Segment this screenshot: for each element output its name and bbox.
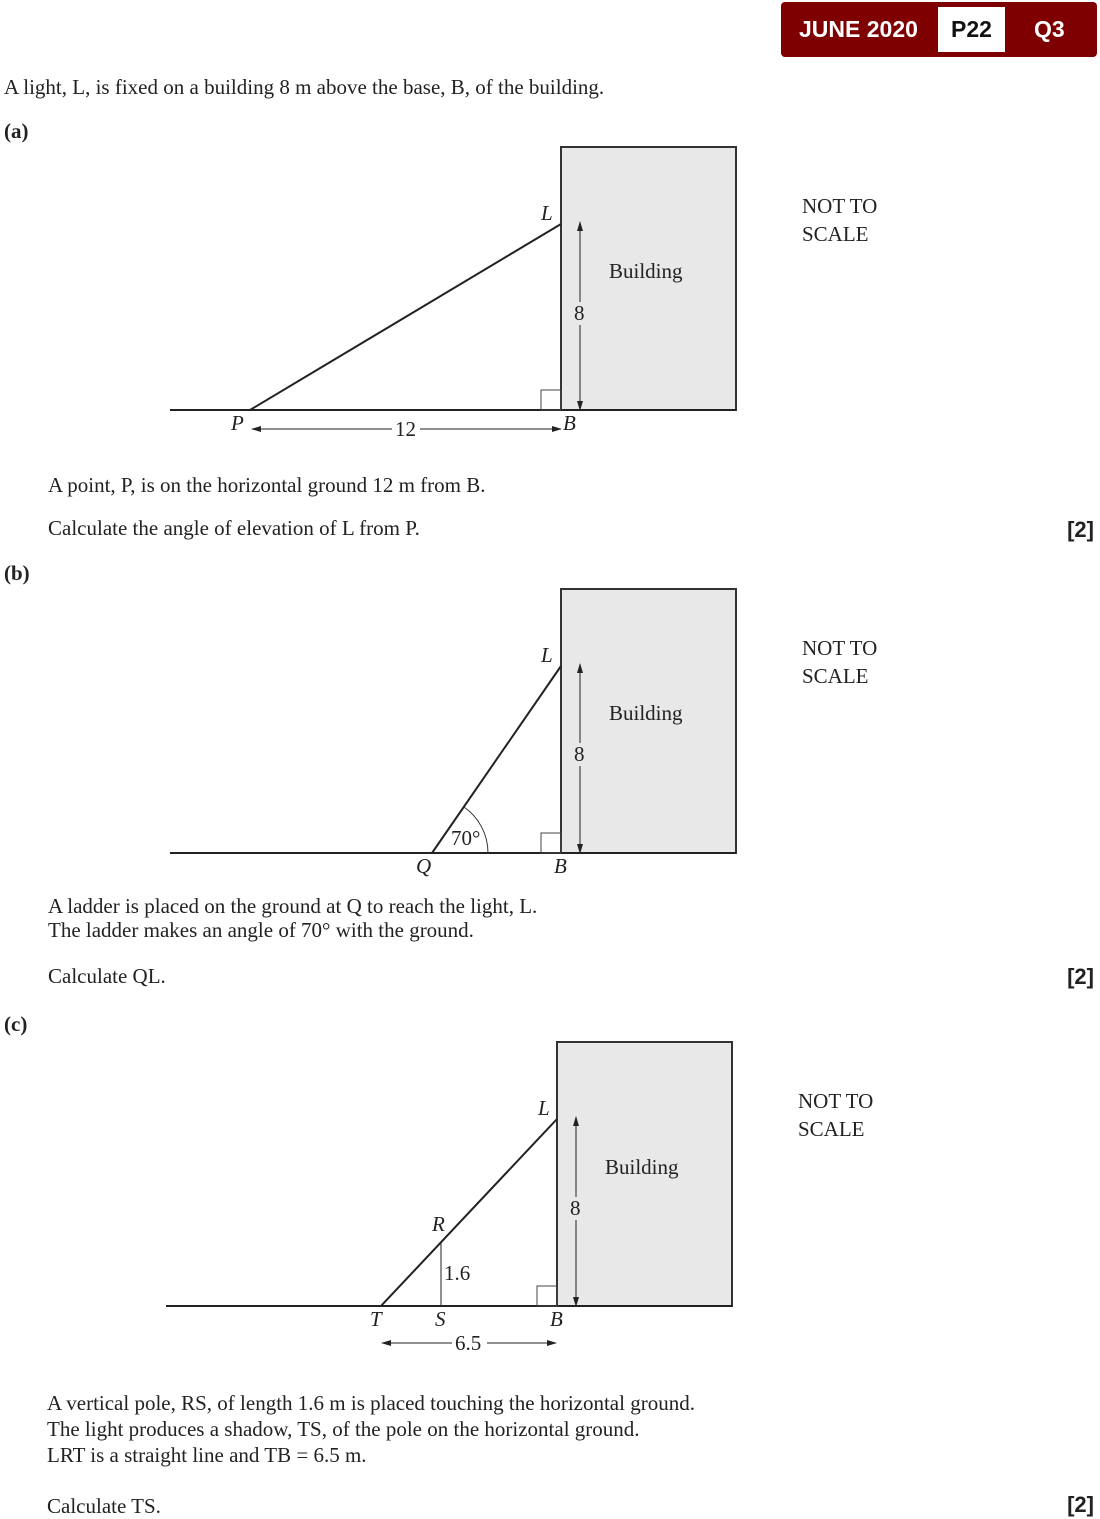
not-to-scale: NOT TO bbox=[802, 194, 877, 218]
angle-arc bbox=[463, 806, 489, 854]
right-angle-marker bbox=[540, 832, 562, 854]
part-b-label: (b) bbox=[4, 561, 30, 585]
label-B: B bbox=[554, 854, 567, 878]
not-to-scale: SCALE bbox=[798, 1117, 865, 1141]
not-to-scale: SCALE bbox=[802, 222, 869, 246]
label-height: 8 bbox=[574, 301, 585, 325]
part-c-text: LRT is a straight line and TB = 6.5 m. bbox=[47, 1443, 367, 1467]
part-b-text: The ladder makes an angle of 70° with th… bbox=[48, 918, 474, 942]
label-S: S bbox=[435, 1307, 446, 1331]
badge-question: Q3 bbox=[1034, 16, 1065, 42]
label-distance: 12 bbox=[395, 417, 416, 441]
diagram-b: L Q B 70° 8 Building NOT TO SCALE bbox=[170, 588, 877, 878]
label-R: R bbox=[431, 1212, 445, 1236]
right-angle-marker bbox=[536, 1285, 558, 1307]
intro-text: A light, L, is fixed on a building 8 m a… bbox=[4, 75, 605, 99]
badge-session: JUNE 2020 bbox=[799, 16, 918, 42]
part-b-text: A ladder is placed on the ground at Q to… bbox=[48, 894, 538, 918]
building-shape bbox=[560, 146, 737, 411]
line-PL bbox=[249, 223, 562, 411]
right-angle-marker bbox=[540, 389, 562, 411]
ladder-line bbox=[431, 665, 562, 854]
label-distance: 6.5 bbox=[455, 1331, 481, 1355]
building-label: Building bbox=[609, 259, 683, 283]
label-T: T bbox=[370, 1307, 383, 1331]
part-c-text: A vertical pole, RS, of length 1.6 m is … bbox=[47, 1391, 695, 1415]
part-b-task: Calculate QL. bbox=[48, 964, 166, 988]
building-label: Building bbox=[605, 1155, 679, 1179]
building-label: Building bbox=[609, 701, 683, 725]
part-c-label: (c) bbox=[4, 1012, 28, 1036]
label-L: L bbox=[540, 201, 553, 225]
label-B: B bbox=[550, 1307, 563, 1331]
not-to-scale: NOT TO bbox=[798, 1089, 873, 1113]
not-to-scale: SCALE bbox=[802, 664, 869, 688]
part-c-task: Calculate TS. bbox=[47, 1494, 161, 1518]
badge-paper: P22 bbox=[938, 7, 1005, 52]
label-B: B bbox=[563, 411, 576, 435]
label-angle: 70° bbox=[451, 826, 480, 850]
label-height: 8 bbox=[570, 1196, 581, 1220]
part-c-text: The light produces a shadow, TS, of the … bbox=[47, 1417, 640, 1441]
part-c-marks: [2] bbox=[1067, 1492, 1094, 1517]
label-L: L bbox=[537, 1096, 550, 1120]
diagram-a: L P B 8 12 Building NOT TO SCALE bbox=[170, 146, 877, 441]
label-L: L bbox=[540, 643, 553, 667]
not-to-scale: NOT TO bbox=[802, 636, 877, 660]
label-pole: 1.6 bbox=[444, 1261, 470, 1285]
part-a-marks: [2] bbox=[1067, 517, 1094, 542]
diagram-c: L R 1.6 T S B 6.5 8 Building NOT TO SCAL… bbox=[166, 1041, 873, 1355]
part-a-text: A point, P, is on the horizontal ground … bbox=[48, 473, 486, 497]
part-b-marks: [2] bbox=[1067, 964, 1094, 989]
building-shape bbox=[560, 588, 737, 854]
label-Q: Q bbox=[416, 854, 431, 878]
line-LRT bbox=[380, 1118, 558, 1307]
label-height: 8 bbox=[574, 742, 585, 766]
building-shape bbox=[556, 1041, 733, 1307]
part-a-task: Calculate the angle of elevation of L fr… bbox=[48, 516, 420, 540]
part-a-label: (a) bbox=[4, 119, 29, 143]
label-P: P bbox=[230, 411, 244, 435]
question-badge: JUNE 2020 P22 Q3 bbox=[781, 2, 1097, 57]
